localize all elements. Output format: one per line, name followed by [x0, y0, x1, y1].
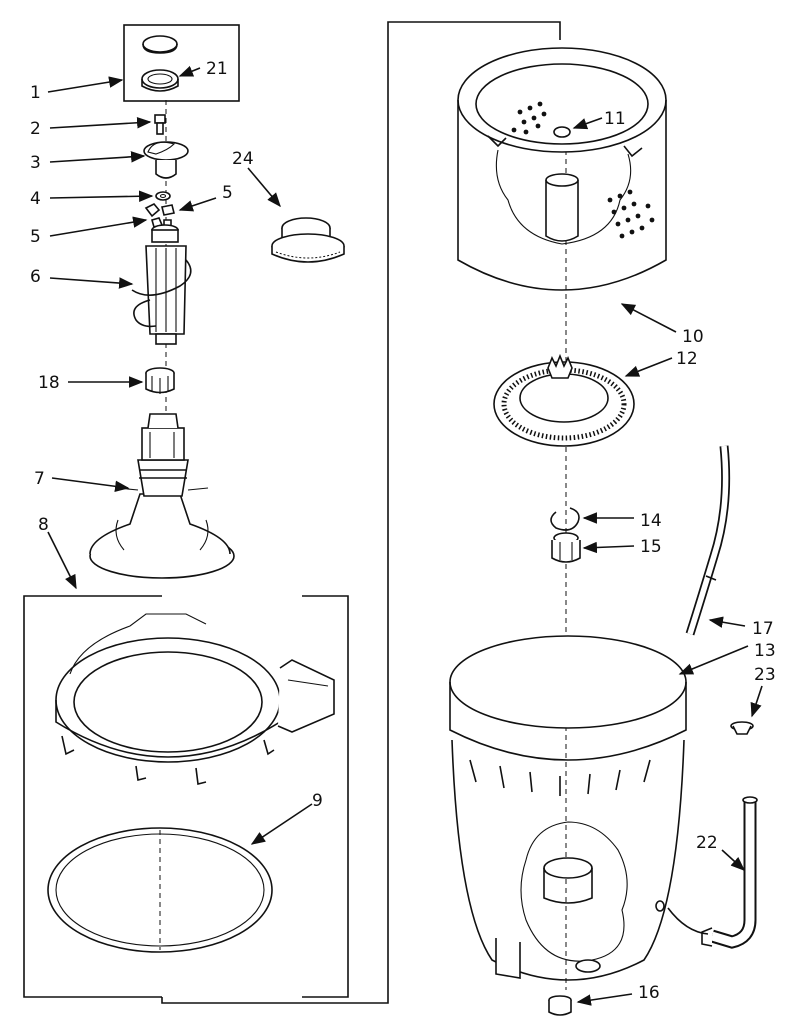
clutch-part-18: [145, 367, 175, 394]
seal-ring-part-21: [141, 69, 179, 92]
connector-line: [161, 21, 561, 1004]
bolt-part-2: [154, 114, 166, 135]
grommet-part-23: [730, 721, 754, 735]
tub-ring-part-8: [55, 613, 335, 785]
callout-4: 4: [30, 189, 41, 209]
callout-18: 18: [38, 373, 60, 393]
cam-part-3: [143, 141, 189, 179]
callout-22: 22: [696, 833, 718, 853]
callout-8: 8: [38, 515, 49, 535]
agitator-base-part-7: [89, 413, 235, 579]
hose-part-17: [685, 445, 731, 636]
nut-part-15: [551, 532, 581, 563]
bearing-part-24: [271, 217, 345, 263]
callout-2: 2: [30, 119, 41, 139]
box-part-1-group: [123, 24, 240, 102]
callout-13: 13: [754, 641, 776, 661]
snap-ring-part-14: [550, 507, 580, 531]
callout-7: 7: [34, 469, 45, 489]
callout-24: 24: [232, 149, 254, 169]
gasket-part-9: [47, 827, 273, 953]
dogs-part-5: [144, 203, 175, 228]
callout-3: 3: [30, 153, 41, 173]
callout-1: 1: [30, 83, 41, 103]
callout-10: 10: [682, 327, 704, 347]
callout-9: 9: [312, 791, 323, 811]
box-part-8-group: [23, 595, 349, 998]
callout-12: 12: [676, 349, 698, 369]
basket-part-10: [457, 47, 667, 291]
callout-11: 11: [604, 109, 626, 129]
callout-17: 17: [752, 619, 774, 639]
outer-tub-part-13: [449, 635, 687, 981]
drain-hose-part-22: [667, 796, 758, 949]
callout-6: 6: [30, 267, 41, 287]
callout-labels: 1 2 3 4 5 5 6 7 8 9 10 11 12 13 14 15 16…: [30, 59, 776, 1003]
auger-part-6: [131, 224, 192, 345]
washer-part-4: [155, 191, 171, 201]
callout-16: 16: [638, 983, 660, 1003]
callout-15: 15: [640, 537, 662, 557]
callout-21: 21: [206, 59, 228, 79]
callout-14: 14: [640, 511, 662, 531]
callout-5-right: 5: [222, 183, 233, 203]
leader-lines: [47, 65, 763, 1006]
cap-part-1: [142, 35, 178, 54]
callout-5-left: 5: [30, 227, 41, 247]
hub-part-12: [493, 353, 635, 447]
bearing-part-16: [548, 995, 572, 1016]
callout-23: 23: [754, 665, 776, 685]
